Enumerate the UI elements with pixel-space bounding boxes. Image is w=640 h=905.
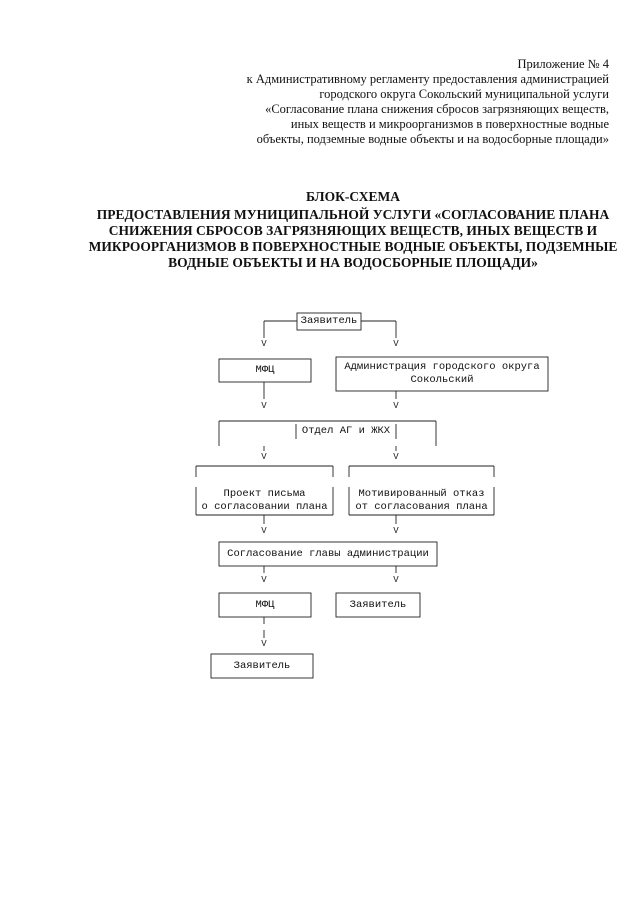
heading-title: БЛОК-СХЕМА [305, 189, 401, 204]
arrow-down-icon: V [261, 401, 267, 411]
administration-label: Администрация городского округа Сокольск… [336, 361, 548, 387]
arrow-down-icon: V [393, 401, 399, 411]
administration-label-line: Сокольский [410, 374, 474, 386]
applicant-top-label: Заявитель [300, 315, 358, 327]
head-approval-label: Согласование главы администрации [227, 548, 429, 560]
appendix-line: городского округа Сокольский муниципальн… [319, 87, 609, 101]
refusal-label: Мотивированный отказ от согласования пла… [349, 488, 494, 514]
box-applicant-bottom [210, 653, 314, 679]
heading-line: СНИЖЕНИЯ СБРОСОВ ЗАГРЯЗНЯЮЩИХ ВЕЩЕСТВ, И… [108, 223, 598, 238]
box-head-approval [218, 541, 438, 567]
mfc-2-label: МФЦ [255, 599, 275, 611]
arrow-down-icon: V [261, 639, 267, 649]
box-administration [335, 356, 549, 392]
box-mfc-1 [218, 358, 312, 383]
arrow-down-icon: V [393, 575, 399, 585]
box-applicant-right [335, 592, 421, 618]
heading-line: МИКРООРГАНИЗМОВ В ПОВЕРХНОСТНЫЕ ВОДНЫЕ О… [88, 239, 618, 254]
draft-letter-label-line: Проект письма [223, 488, 306, 500]
arrow-down-icon: V [261, 575, 267, 585]
arrow-down-icon: V [393, 526, 399, 536]
refusal-label-line: Мотивированный отказ [358, 488, 485, 500]
draft-letter-label-line: о согласовании плана [201, 501, 328, 513]
heading-line: ВОДНЫЕ ОБЪЕКТЫ И НА ВОДОСБОРНЫЕ ПЛОЩАДИ» [168, 255, 538, 270]
appendix-line: иных веществ и микроорганизмов в поверхн… [290, 117, 609, 131]
heading-line: ПРЕДОСТАВЛЕНИЯ МУНИЦИПАЛЬНОЙ УСЛУГИ «СОГ… [96, 207, 610, 222]
administration-label-line: Администрация городского округа [344, 361, 540, 373]
appendix-line: «Согласование плана снижения сбросов заг… [265, 102, 609, 116]
refusal-label-line: от согласования плана [355, 501, 488, 513]
mfc-1-label: МФЦ [255, 364, 275, 376]
arrow-down-icon: V [393, 339, 399, 349]
arrow-down-icon: V [261, 526, 267, 536]
draft-letter-label: Проект письма о согласовании плана [196, 488, 333, 514]
arrow-down-icon: V [393, 452, 399, 462]
applicant-right-label: Заявитель [349, 599, 407, 611]
arrow-down-icon: V [261, 339, 267, 349]
box-mfc-2 [218, 592, 312, 618]
applicant-bottom-label: Заявитель [233, 660, 291, 672]
department-label: Отдел АГ и ЖКХ [301, 425, 391, 437]
arrow-down-icon: V [261, 452, 267, 462]
appendix-line: объекты, подземные водные объекты и на в… [256, 132, 609, 146]
appendix-line: Приложение № 4 [517, 57, 609, 71]
document-heading: БЛОК-СХЕМА ПРЕДОСТАВЛЕНИЯ МУНИЦИПАЛЬНОЙ … [60, 189, 640, 271]
box-applicant-top [296, 312, 362, 331]
appendix-header: Приложение № 4 к Административному регла… [149, 57, 609, 147]
appendix-line: к Административному регламенту предостав… [246, 72, 609, 86]
